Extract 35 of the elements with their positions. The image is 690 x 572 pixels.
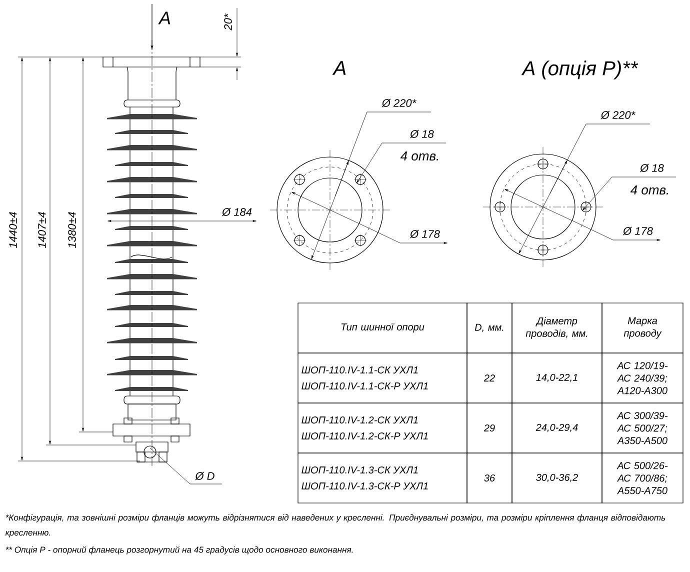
- table-cell: 30,0-36,2: [512, 452, 602, 504]
- table-cell: АС 300/39- АС 500/27; А350-А500: [602, 402, 684, 454]
- dimension-label: Ø 18: [410, 130, 434, 138]
- table-cell: 24,0-29,4: [512, 402, 602, 454]
- table-cell: 22: [466, 352, 512, 404]
- table-cell: D, мм.: [466, 302, 512, 354]
- view-letter: A: [158, 12, 170, 24]
- dimension-label: Ø D: [194, 472, 214, 480]
- table-cell: ШОП-110.IV-1.1-СК УХЛ1 ШОП-110.IV-1.1-СК-Р УХЛ1: [298, 352, 468, 404]
- footnote: *Конфігурація, та зовнішні розміри фланців можуть відрізнятися від наведених у кресленні. Приєднувальні розміри, та розміри кріплення фланця відповідають кресленню.: [5, 514, 666, 538]
- table-cell: Тип шинної опори: [298, 302, 468, 354]
- table-cell: АС 500/26- АС 700/86; А550-А750: [602, 452, 684, 504]
- dimension-label: Ø 220*: [600, 110, 636, 120]
- dimension-label: Ø 178: [622, 226, 653, 236]
- table-cell: 14,0-22,1: [512, 352, 602, 404]
- dimension-label: Ø 184: [222, 208, 252, 216]
- dimension-label: 1407±4: [38, 212, 46, 248]
- dimension-label: 20*: [224, 13, 232, 30]
- view-title: A: [332, 61, 346, 75]
- dimension-label: 4 отв.: [400, 151, 438, 161]
- view-title: A (опція P)**: [521, 60, 638, 80]
- table-cell: 36: [466, 452, 512, 504]
- dimension-label: Ø 220*: [382, 98, 416, 108]
- table-cell: ШОП-110.IV-1.3-СК УХЛ1 ШОП-110.IV-1.3-СК-Р УХЛ1: [298, 452, 468, 504]
- table-cell: АС 120/19- АС 240/39; А120-А300: [602, 352, 684, 404]
- dimension-label: Ø 178: [410, 230, 440, 238]
- table-cell: Марка проводу: [602, 302, 684, 354]
- footnote: ** Опція P - опорний фланець розгорнутий на 45 градусів щодо основного виконання.: [6, 546, 353, 554]
- dimension-label: 4 отв.: [630, 185, 668, 195]
- dimension-label: 1380±4: [68, 212, 76, 248]
- dimension-label: Ø 18: [640, 164, 664, 172]
- table-cell: ШОП-110.IV-1.2-СК УХЛ1 ШОП-110.IV-1.2-СК-Р УХЛ1: [298, 402, 468, 454]
- table-cell: 29: [466, 402, 512, 454]
- table-cell: Діаметр проводів, мм.: [512, 302, 602, 354]
- dimension-label: 1440±4: [9, 212, 17, 248]
